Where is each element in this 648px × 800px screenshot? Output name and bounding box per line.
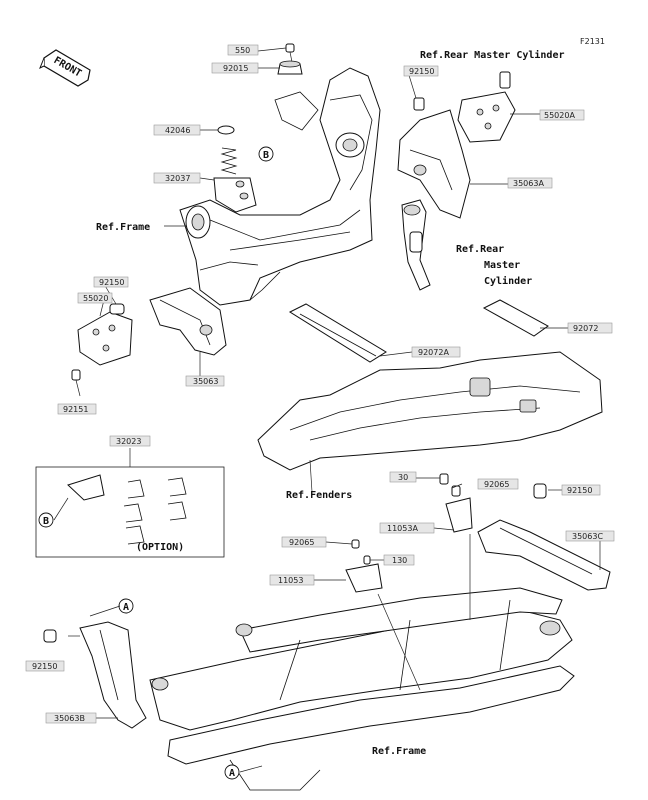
strap-92072a-drawing <box>288 303 387 363</box>
ref-rear-master-mid: Master <box>484 260 520 271</box>
callout-a-step: A <box>118 598 134 614</box>
part-label: 35063A <box>507 177 553 189</box>
part-label: 11053 <box>269 574 315 586</box>
callout-a-frame: A <box>224 764 240 780</box>
option-label: (OPTION) <box>136 542 184 553</box>
svg-text:32023: 32023 <box>116 437 141 446</box>
part-label: 92150 <box>93 276 129 288</box>
reference-labels: Ref.Frame Ref.Rear Master Cylinder Ref.R… <box>96 49 565 757</box>
svg-text:92150: 92150 <box>567 486 592 495</box>
svg-text:A: A <box>123 602 129 613</box>
svg-text:B: B <box>43 516 49 527</box>
ref-rear-master-top: Ref.Rear Master Cylinder <box>420 49 565 61</box>
svg-text:92072A: 92072A <box>418 348 449 357</box>
part-label: 30 <box>389 471 417 483</box>
ref-frame-bottom: Ref.Frame <box>372 746 426 757</box>
front-arrow-icon <box>39 49 91 87</box>
nut-92015-drawing <box>277 60 303 75</box>
svg-text:11053A: 11053A <box>387 524 418 533</box>
rear-master-cylinder-drawing <box>401 199 431 291</box>
svg-text:30: 30 <box>398 473 408 482</box>
svg-text:92150: 92150 <box>32 662 57 671</box>
part-label: 55020A <box>539 109 585 121</box>
svg-text:A: A <box>229 768 235 779</box>
svg-text:35063B: 35063B <box>54 714 85 723</box>
part-label: 550 <box>227 44 259 56</box>
callout-b-top: B <box>258 146 274 162</box>
ref-rear-master-mid: Ref.Rear <box>456 244 504 255</box>
part-label: 92065 <box>477 478 519 490</box>
svg-text:92150: 92150 <box>409 67 434 76</box>
spring-32037-drawing <box>213 147 257 213</box>
svg-text:92150: 92150 <box>99 278 124 287</box>
svg-text:550: 550 <box>235 46 250 55</box>
svg-text:55020: 55020 <box>83 294 108 303</box>
svg-text:42046: 42046 <box>165 126 190 135</box>
part-labels: 550 92015 92150 55020A 42046 32037 35063… <box>25 44 615 724</box>
washer-42046-drawing <box>217 125 235 135</box>
svg-text:92065: 92065 <box>289 538 314 547</box>
left-footpeg-bracket-drawing <box>71 287 227 381</box>
figure-id: F2131 <box>580 37 605 46</box>
part-label: 92015 <box>211 62 259 74</box>
svg-text:35063A: 35063A <box>513 179 544 188</box>
part-label: 92150 <box>25 660 65 672</box>
svg-text:130: 130 <box>392 556 407 565</box>
part-label: 92072 <box>567 322 613 334</box>
rear-step-bracket-left-drawing <box>43 621 147 729</box>
option-kit-box <box>35 466 225 558</box>
rear-fender-drawing <box>257 351 603 471</box>
bolt-550-drawing <box>285 43 295 63</box>
rear-subframe-drawing <box>149 587 575 791</box>
callout-b-option: B <box>38 512 54 528</box>
part-label: 35063 <box>185 375 225 387</box>
part-label: 35063B <box>45 712 97 724</box>
part-label: 130 <box>383 554 415 566</box>
part-label: 32037 <box>153 172 201 184</box>
svg-text:92072: 92072 <box>573 324 598 333</box>
svg-text:32037: 32037 <box>165 174 190 183</box>
part-label: 92065 <box>281 536 327 548</box>
strap-92072-drawing <box>482 299 549 337</box>
ref-rear-master-mid: Cylinder <box>484 275 532 287</box>
ref-frame-top: Ref.Frame <box>96 222 150 233</box>
svg-text:35063C: 35063C <box>572 532 603 541</box>
svg-text:11053: 11053 <box>278 576 303 585</box>
part-label: 42046 <box>153 124 201 136</box>
rear-step-bracket-right-drawing <box>439 473 611 591</box>
part-label: 92150 <box>561 484 601 496</box>
svg-text:92065: 92065 <box>484 480 509 489</box>
part-label: 35063C <box>565 530 615 542</box>
svg-text:B: B <box>263 150 269 161</box>
main-frame-drawing <box>179 67 381 306</box>
part-label: 32023 <box>109 435 151 447</box>
part-label: 92150 <box>403 65 439 77</box>
part-label: 92151 <box>57 403 97 415</box>
right-footpeg-bracket-drawing <box>397 71 516 219</box>
part-label: 92072A <box>411 346 461 358</box>
part-label: 11053A <box>379 522 435 534</box>
svg-text:55020A: 55020A <box>544 111 575 120</box>
svg-text:35063: 35063 <box>193 377 218 386</box>
svg-text:92151: 92151 <box>63 405 88 414</box>
part-label: 55020 <box>77 292 113 304</box>
bracket-11053-drawing <box>345 539 383 593</box>
svg-text:92015: 92015 <box>223 64 248 73</box>
ref-fenders: Ref.Fenders <box>286 490 352 501</box>
